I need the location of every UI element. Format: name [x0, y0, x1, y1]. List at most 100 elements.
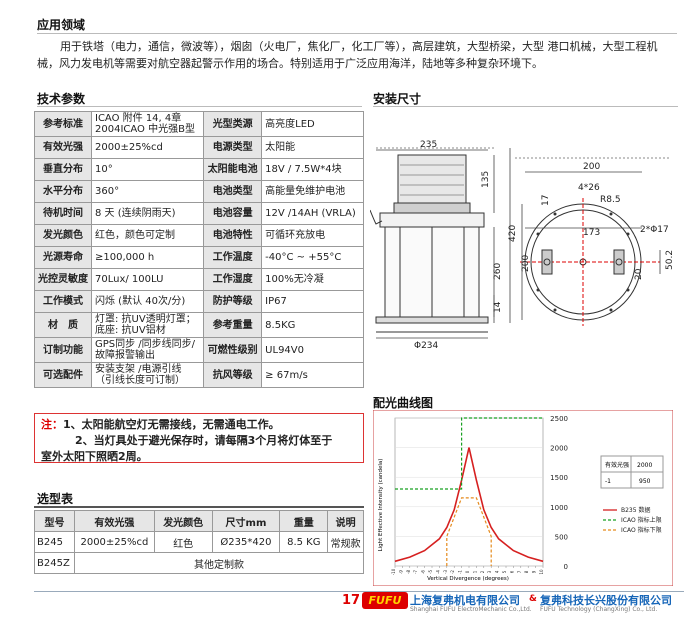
x-tick-label: 0 — [465, 570, 470, 573]
series-line — [395, 417, 543, 490]
legend-title: 有效光强 — [605, 461, 629, 469]
note-label: 注： — [41, 418, 63, 431]
spec-key: 材 质 — [34, 312, 92, 338]
spec-key: 订制功能 — [34, 337, 92, 363]
spec-value: 8.5KG — [261, 312, 364, 338]
divider — [37, 106, 362, 107]
selection-header-cell: 型号 — [34, 510, 75, 532]
dim-200-top: 200 — [583, 162, 600, 172]
spec-key: 光型类源 — [203, 111, 263, 137]
spec-value: 18V / 7.5W*4块 — [261, 158, 364, 181]
spec-value-line: 8 天 (连续阴雨天) — [95, 208, 176, 219]
application-line-1: 用于铁塔（电力，通信，微波等），烟囱（火电厂，焦化厂，化工厂等），高层建筑，大型… — [60, 40, 658, 53]
section-title-install: 安装尺寸 — [373, 92, 422, 106]
spec-value-line: 70Lux/ 100LU — [95, 274, 164, 285]
spec-key: 抗风等级 — [203, 362, 263, 388]
spec-value: 闪烁 (默认 40次/分) — [90, 290, 205, 313]
dim-173: 173 — [583, 228, 600, 238]
spec-key: 参考标准 — [34, 111, 92, 137]
spec-row: 可选配件安装支架 /电源引线（引线长度可订制）抗风等级≥ 67m/s — [34, 362, 364, 388]
spec-value: 70Lux/ 100LU — [90, 268, 205, 291]
x-tick-label: 9 — [532, 570, 537, 573]
spec-value-line: 2004ICAO 中光强B型 — [95, 124, 195, 135]
x-tick-label: 1 — [472, 570, 477, 573]
install-drawing: 235 135 420 260 14 Φ234 200 4*26 R8.5 17… — [370, 140, 675, 351]
spec-value: GPS同步 /同步线同步/故障报警输出 — [90, 337, 205, 363]
spec-key: 光控灵敏度 — [34, 268, 92, 291]
selection-header-cell: 有效光强 — [73, 510, 155, 532]
chart-frame — [373, 410, 673, 586]
section-title-tech: 技术参数 — [37, 92, 86, 106]
spec-key: 防护等级 — [203, 290, 263, 313]
spec-key: 垂直分布 — [34, 158, 92, 181]
spec-value-line: 闪烁 (默认 40次/分) — [95, 296, 186, 307]
note-item-2: 2、当灯具处于避光保存时，请每隔3个月将灯体至于 — [75, 434, 333, 447]
dim-135: 135 — [481, 171, 491, 188]
spec-value: -40°C ~ +55°C — [261, 246, 364, 269]
spec-key: 电池容量 — [203, 202, 263, 225]
x-tick-label: 7 — [517, 570, 522, 573]
footer-amp: & — [529, 594, 537, 604]
spec-value: 高能量免维护电池 — [261, 180, 364, 203]
x-tick-label: -2 — [450, 570, 455, 574]
company2-cn: 复弗科技长兴股份有限公司 — [540, 594, 672, 607]
section-title-application: 应用领域 — [37, 18, 86, 32]
dim-2xphi17: 2*Φ17 — [640, 225, 669, 235]
spec-key: 有效光强 — [34, 136, 92, 159]
divider — [34, 506, 364, 508]
x-tick-label: -9 — [398, 570, 403, 574]
spec-key: 电源类型 — [203, 136, 263, 159]
y-axis-label: Light Effective Intensity (candela) — [378, 459, 384, 552]
x-tick-label: -1 — [458, 570, 463, 574]
spec-key: 发光颜色 — [34, 224, 92, 247]
legend-label: B235 数据 — [621, 506, 650, 514]
dim-17: 17 — [541, 195, 551, 206]
section-title-curve: 配光曲线图 — [373, 396, 434, 410]
spec-value: ≥ 67m/s — [261, 362, 364, 388]
dim-4x26: 4*26 — [578, 183, 600, 193]
note-box: 注：1、太阳能航空灯无需接线，无需通电工作。 2、当灯具处于避光保存时，请每隔3… — [34, 413, 364, 463]
y-tick-label: 0 — [564, 563, 568, 571]
spec-key: 光源寿命 — [34, 246, 92, 269]
spec-value-line: ≥100,000 h — [95, 252, 155, 263]
selection-header-cell: 说明 — [327, 510, 364, 532]
dim-260: 260 — [493, 263, 503, 280]
spec-key: 工作湿度 — [203, 268, 263, 291]
spec-key: 工作温度 — [203, 246, 263, 269]
selection-cell: 2000±25%cd — [73, 531, 155, 553]
spec-key: 水平分布 — [34, 180, 92, 203]
spec-value: 8 天 (连续阴雨天) — [90, 202, 205, 225]
dim-20: 20 — [634, 268, 644, 280]
spec-key: 电池特性 — [203, 224, 263, 247]
x-tick-label: -4 — [435, 570, 440, 574]
company2-en: FUFU Technology (ChangXing) Co., Ltd. — [540, 606, 658, 613]
spec-value: 安装支架 /电源引线（引线长度可订制） — [90, 362, 205, 388]
spec-key: 参考重量 — [203, 312, 263, 338]
application-line-2: 械，风力发电机等需要对航空器起警示作用的场合。特别适用于广泛应用海洋，陆地等多种… — [37, 57, 543, 70]
divider — [37, 33, 677, 34]
x-tick-label: 5 — [502, 570, 507, 573]
y-tick-label: 1000 — [550, 504, 568, 512]
spec-value-line: 10° — [95, 164, 113, 175]
spec-value-line: （引线长度可订制） — [95, 375, 185, 386]
dim-235: 235 — [420, 140, 437, 150]
spec-key: 太阳能电池 — [203, 158, 263, 181]
selection-custom-desc: 其他定制款 — [73, 552, 365, 574]
x-tick-label: -10 — [391, 568, 396, 575]
light-curve-chart: 05001000150020002500-10-9-8-7-6-5-4-3-2-… — [373, 410, 673, 586]
spec-value: 360° — [90, 180, 205, 203]
selection-header-cell: 重量 — [279, 510, 329, 532]
x-tick-label: 3 — [487, 570, 492, 573]
section-title-selection: 选型表 — [37, 492, 74, 506]
spec-key: 待机时间 — [34, 202, 92, 225]
spec-value: 12V /14AH (VRLA) — [261, 202, 364, 225]
company-en: Shanghai FUFU ElectroMechanic Co.,Ltd. — [410, 606, 532, 613]
legend-950: 950 — [639, 478, 651, 485]
